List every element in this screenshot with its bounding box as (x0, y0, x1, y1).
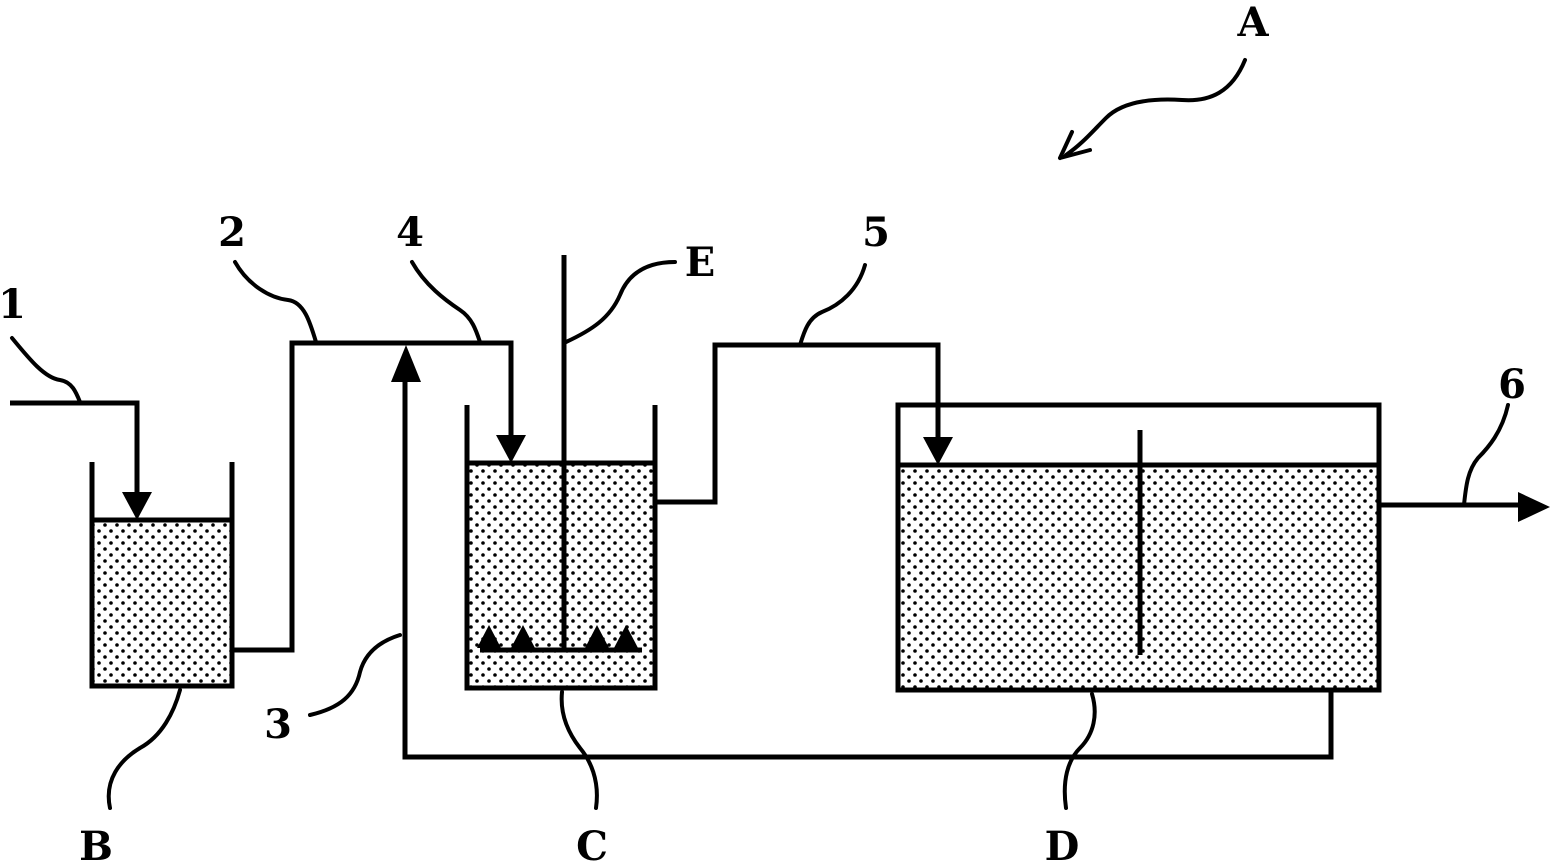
stream-2-pipe (232, 340, 407, 653)
leader-5 (798, 263, 867, 347)
label-5: 5 (862, 209, 890, 256)
label-2: 2 (218, 209, 246, 256)
tank-c-liquid (467, 463, 655, 688)
leader-c (559, 690, 599, 810)
stream-3-arrowhead (391, 345, 421, 382)
stream-5-pipe (655, 342, 953, 505)
stream-5-arrowhead (923, 437, 953, 465)
tank-b-wall (89, 462, 235, 689)
leader-2 (233, 260, 318, 344)
stirrer-blade-4 (614, 625, 638, 648)
tank-b-liquid (92, 520, 232, 686)
stirrer-blade-3 (585, 625, 609, 648)
stream-6-pipe (1379, 492, 1550, 522)
tank-c-wall (464, 405, 658, 691)
leader-e (564, 260, 677, 344)
stirrer-blade-2 (511, 625, 535, 648)
tank-d-wall (895, 402, 1382, 693)
label-3: 3 (264, 701, 292, 748)
stirrer-blade-1 (477, 625, 501, 648)
label-1: 1 (0, 281, 26, 328)
label-b: B (79, 823, 113, 866)
stream-4-pipe (405, 340, 526, 463)
stream-1-arrowhead (122, 492, 152, 520)
leader-1 (10, 336, 82, 404)
leader-4 (410, 260, 482, 344)
tank-b (89, 462, 235, 689)
leader-a (1058, 58, 1247, 160)
tank-d (895, 402, 1382, 693)
leader-6 (1462, 403, 1510, 507)
stream-4-arrowhead (496, 435, 526, 463)
leader-d (1062, 692, 1097, 810)
stream-6-arrowhead (1518, 492, 1550, 522)
label-4: 4 (396, 209, 424, 256)
stream-1-pipe (10, 400, 152, 520)
leader-b (106, 688, 182, 810)
label-d: D (1045, 823, 1080, 866)
label-e: E (685, 239, 716, 286)
label-6: 6 (1498, 361, 1526, 408)
leader-3 (308, 633, 402, 717)
label-a: A (1236, 0, 1269, 46)
label-c: C (576, 823, 608, 866)
stream-3-pipe (391, 345, 1334, 760)
stirrer-e (477, 255, 642, 653)
